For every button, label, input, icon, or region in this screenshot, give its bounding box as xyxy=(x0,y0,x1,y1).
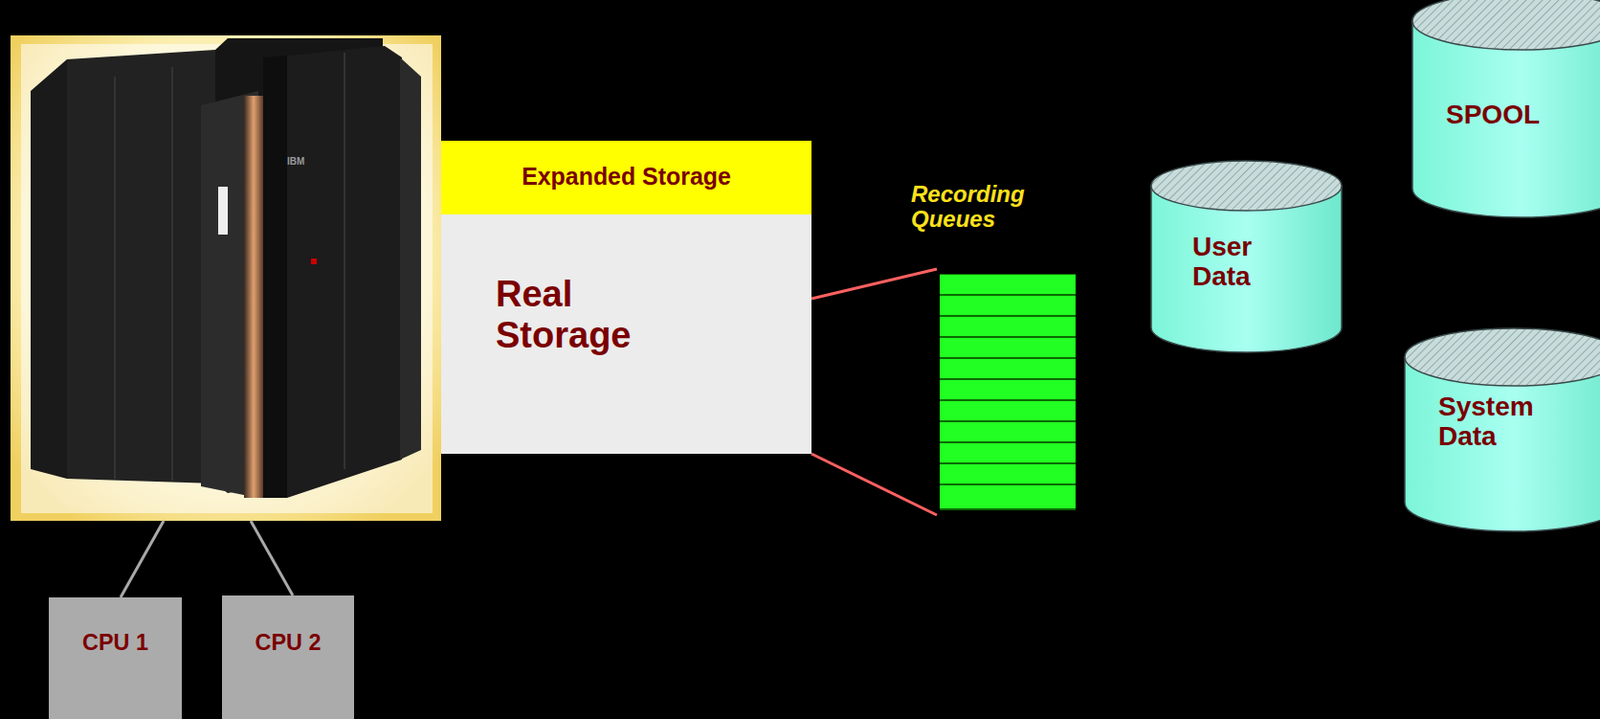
cylinder-shape xyxy=(1403,328,1600,532)
queue-stack xyxy=(939,273,1076,511)
cpu-box: CPU 2 xyxy=(222,595,355,719)
storage-box: Real Storage xyxy=(441,214,812,454)
disk-cylinder: SPOOL xyxy=(1411,0,1600,218)
node-label: SPOOL xyxy=(1445,99,1540,130)
photo-ground xyxy=(10,35,442,521)
zoom-line xyxy=(811,268,937,299)
node-label: CPU 2 xyxy=(222,629,355,655)
node-label: Real Storage xyxy=(495,273,631,356)
storage-box: Expanded Storage xyxy=(441,140,812,215)
cpu-line xyxy=(120,520,164,598)
node-label: Expanded Storage xyxy=(441,163,812,191)
queue-label: Recording Queues xyxy=(911,181,1025,233)
node-label: CPU 1 xyxy=(48,629,182,655)
mainframe-cabinet xyxy=(30,38,422,498)
cpu-box: CPU 1 xyxy=(48,597,182,719)
disk-cylinder: User Data xyxy=(1150,160,1343,353)
zoom-line xyxy=(811,453,937,515)
node-label: User Data xyxy=(1192,231,1252,292)
node-label: System Data xyxy=(1438,391,1534,452)
cpu-line xyxy=(250,520,293,596)
logo-text: IBM xyxy=(287,155,305,167)
disk-cylinder: System Data xyxy=(1403,328,1600,532)
